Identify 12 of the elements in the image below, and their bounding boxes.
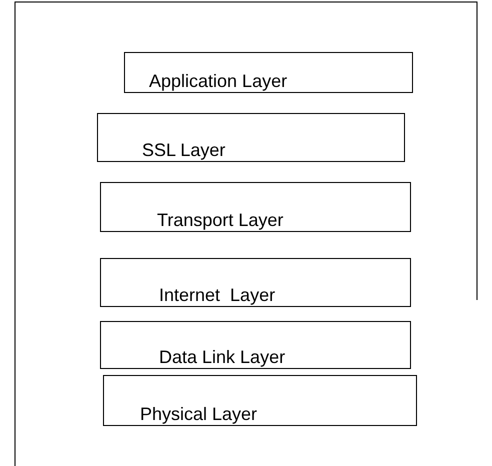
layer-box <box>97 113 405 162</box>
layer-label: Internet Layer <box>159 285 276 305</box>
layer-box <box>100 182 411 232</box>
layer-box <box>100 258 411 307</box>
layer-box <box>103 375 417 426</box>
layer-label: Transport Layer <box>157 210 284 230</box>
layer-box <box>124 52 413 93</box>
layer-label: Physical Layer <box>140 404 258 424</box>
layer-label: Data Link Layer <box>159 347 286 367</box>
layer-box <box>100 321 411 369</box>
layer-label: SSL Layer <box>142 140 226 160</box>
layer-label: Application Layer <box>149 71 288 91</box>
